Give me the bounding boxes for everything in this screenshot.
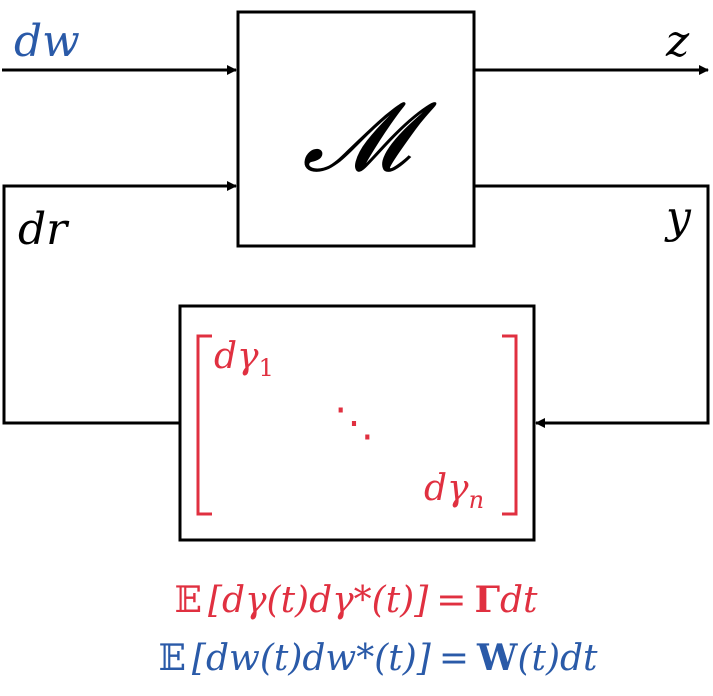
left-matrix-bracket xyxy=(196,334,212,516)
matrix-first-entry: dγ1 xyxy=(214,336,274,382)
plant-block xyxy=(236,10,476,248)
z-label: z xyxy=(665,16,690,67)
matrix-diagonal-dots: ⋱ xyxy=(334,400,374,446)
gamma-covariance-equation: 𝔼[dγ(t)dγ*(t)]=Γdt xyxy=(174,579,538,621)
right-matrix-bracket xyxy=(502,334,518,516)
w-covariance-equation: 𝔼[dw(t)dw*(t)]=W(t)dt xyxy=(158,637,598,679)
uncertainty-block xyxy=(178,304,536,542)
y-feedback-path xyxy=(474,184,710,428)
y-label: y xyxy=(664,192,692,243)
dr-feedback-path xyxy=(2,181,237,425)
matrix-last-entry: dγn xyxy=(424,468,484,514)
dw-label: dw xyxy=(14,16,80,67)
dr-label: dr xyxy=(18,204,70,255)
